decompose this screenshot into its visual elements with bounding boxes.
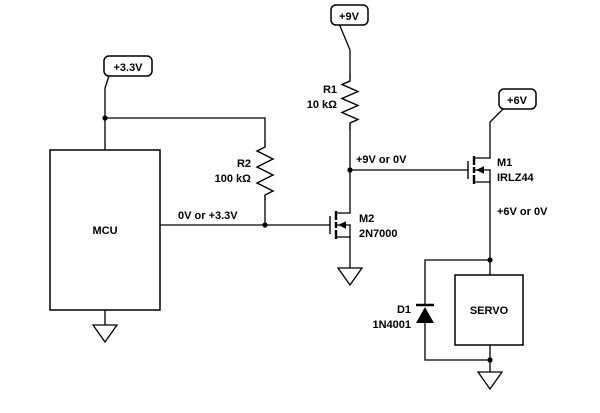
supply-6v-label: +6V [507, 95, 528, 107]
ground-icon [476, 371, 504, 391]
resistor-r1: R1 10 kΩ [307, 75, 360, 130]
flag-outline [330, 4, 369, 26]
ground-icon [91, 324, 119, 344]
junction-dot [102, 115, 108, 121]
supply-flag-9v: +9V [330, 4, 369, 26]
junction-dot [487, 357, 493, 363]
net-label-m1-gate: +9V or 0V [356, 154, 407, 166]
ground-icon [336, 267, 364, 287]
r2-value: 100 kΩ [215, 173, 252, 185]
supply-flag-6v: +6V [498, 88, 537, 110]
supply-flag-3v3: +3.3V [103, 55, 153, 77]
resistor-zigzag [255, 140, 275, 200]
m1-value: IRLZ44 [497, 172, 535, 184]
diode-d1: D1 1N4001 [372, 303, 434, 331]
d1-name: D1 [397, 304, 411, 316]
body-arrow-icon [476, 166, 484, 174]
m2-name: M2 [359, 213, 374, 225]
ground-symbols [91, 267, 504, 391]
supply-9v-label: +9V [339, 11, 360, 23]
mcu-box [49, 149, 161, 311]
resistor-r2: R2 100 kΩ [215, 140, 275, 200]
flag-outline [103, 55, 153, 77]
net-label-servo-supply: +6V or 0V [497, 206, 548, 218]
net-labels: 0V or +3.3V +9V or 0V +6V or 0V [178, 154, 548, 222]
servo-component: SERVO [454, 274, 524, 346]
m1-name: M1 [497, 157, 512, 169]
junction-dot [487, 257, 493, 263]
body-arrow-icon [338, 221, 346, 229]
mosfet-m2: M2 2N7000 [329, 211, 398, 240]
r1-name: R1 [323, 84, 337, 96]
junction-dot [347, 167, 353, 173]
junction-dots [102, 115, 493, 363]
resistor-zigzag [340, 75, 360, 130]
servo-label: SERVO [470, 305, 509, 317]
servo-box [454, 274, 524, 346]
r2-name: R2 [237, 158, 251, 170]
junction-dot [262, 222, 268, 228]
net-label-m2-gate: 0V or +3.3V [178, 210, 238, 222]
wire [104, 25, 504, 373]
anode-triangle [416, 307, 434, 323]
mcu-label: MCU [92, 225, 117, 237]
wire-net [104, 25, 504, 373]
mosfet-m1: M1 IRLZ44 [467, 156, 535, 184]
m2-value: 2N7000 [359, 228, 398, 240]
mcu-component: MCU [49, 149, 161, 311]
d1-value: 1N4001 [372, 319, 411, 331]
r1-value: 10 kΩ [307, 99, 337, 111]
flag-outline [498, 88, 537, 110]
supply-3v3-label: +3.3V [113, 62, 143, 74]
